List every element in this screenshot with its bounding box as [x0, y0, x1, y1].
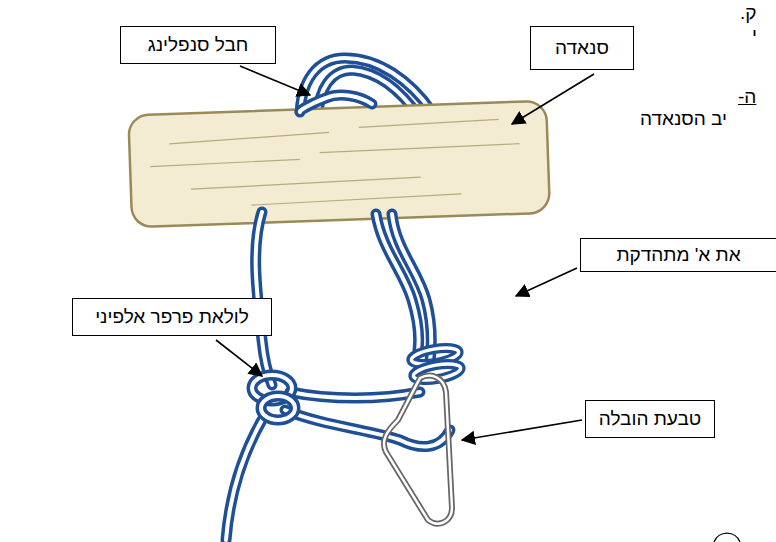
page-text-fragment: ק. [740, 2, 757, 24]
callout-text: חבל סנפלינג [148, 34, 249, 56]
leader-arrows [216, 66, 594, 440]
callout-box: טבעת הובלה [585, 400, 715, 438]
callout-box: את א' מתהדקת [580, 238, 776, 272]
page-text-fragment: י [752, 24, 757, 46]
callout-box: סנאדה [530, 26, 634, 70]
page-text-fragment: יב הסנאדה [640, 108, 727, 130]
callout-text: טבעת הובלה [599, 408, 702, 430]
wooden-log [128, 101, 550, 228]
callout-text: סנאדה [555, 37, 609, 59]
page-mark [714, 533, 740, 542]
callout-text: את א' מתהדקת [616, 244, 740, 266]
carabiner [384, 376, 452, 524]
callout-text: לולאת פרפר אלפיני [95, 306, 249, 328]
callout-box: חבל סנפלינג [120, 26, 276, 64]
callout-box: לולאת פרפר אלפיני [72, 298, 272, 336]
page-text-fragment: ה- [738, 86, 756, 108]
